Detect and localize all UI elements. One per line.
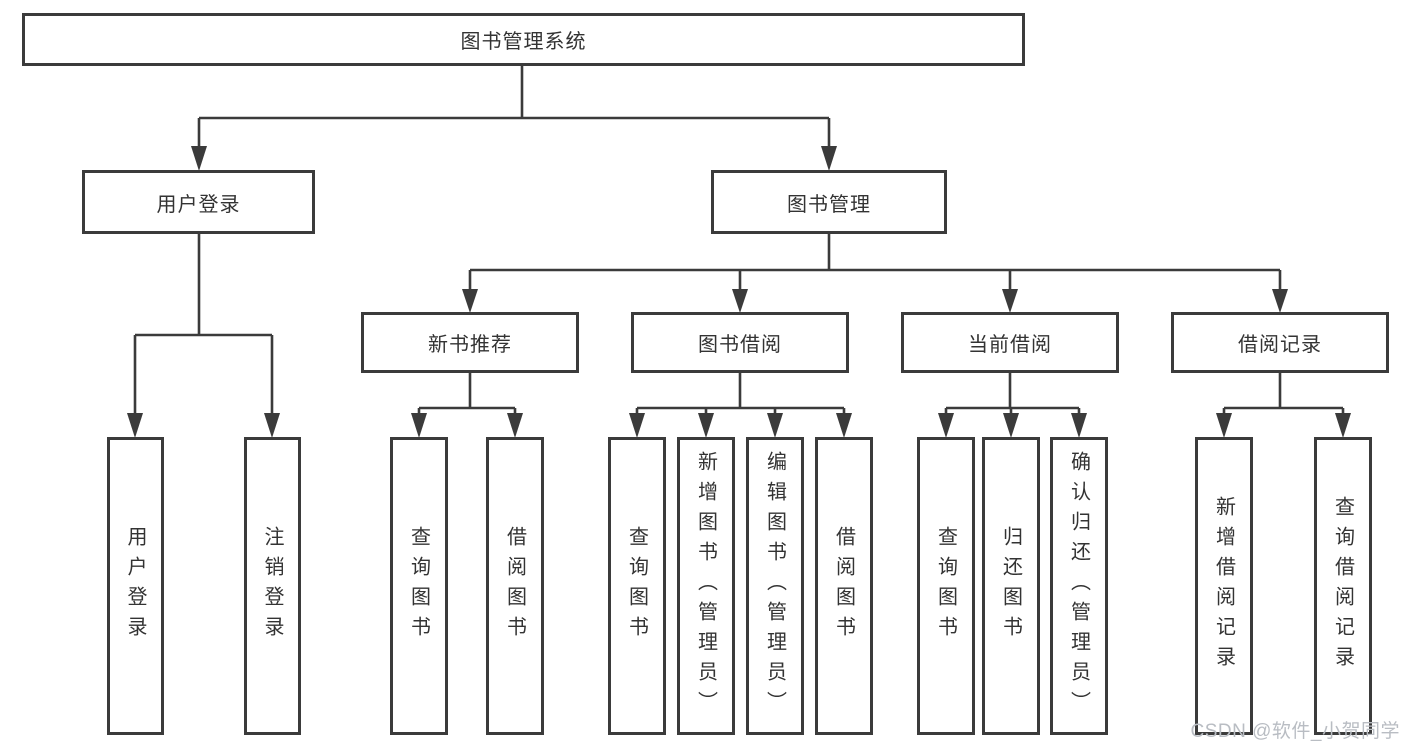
connector-path xyxy=(417,373,517,413)
leaf-user-login: 用户登录 xyxy=(107,437,164,735)
arrowhead-icon xyxy=(127,413,143,438)
arrowhead-icon xyxy=(938,413,954,438)
arrowhead-icon xyxy=(507,413,523,438)
connector-path xyxy=(133,234,274,414)
leaf-current-query-books: 查询图书 xyxy=(917,437,975,735)
node-new-book-recommend: 新书推荐 xyxy=(361,312,579,373)
arrowhead-icon xyxy=(1272,289,1288,313)
arrowhead-icon xyxy=(1335,413,1351,438)
connector-path xyxy=(468,234,1282,290)
arrowhead-icon xyxy=(1071,413,1087,438)
arrowhead-icon xyxy=(821,146,837,171)
arrowhead-icon xyxy=(732,289,748,313)
node-book-borrow: 图书借阅 xyxy=(631,312,849,373)
arrowhead-icon xyxy=(1003,413,1019,438)
connector-path xyxy=(197,66,831,148)
arrowhead-icon xyxy=(1216,413,1232,438)
node-library-management-system: 图书管理系统 xyxy=(22,13,1025,66)
leaf-borrow-add-books-admin: 新增图书（管理员） xyxy=(677,437,735,735)
node-user-login: 用户登录 xyxy=(82,170,315,234)
arrowhead-icon xyxy=(1002,289,1018,313)
arrowhead-icon xyxy=(698,413,714,438)
node-borrow-records: 借阅记录 xyxy=(1171,312,1389,373)
arrowhead-icon xyxy=(767,413,783,438)
leaf-records-query-borrow-record: 查询借阅记录 xyxy=(1314,437,1372,735)
arrowhead-icon xyxy=(264,413,280,438)
connector-path xyxy=(635,373,846,413)
leaf-borrow-query-books: 查询图书 xyxy=(608,437,666,735)
leaf-recommend-borrow-books: 借阅图书 xyxy=(486,437,544,735)
connector-path xyxy=(944,373,1081,413)
leaf-logout: 注销登录 xyxy=(244,437,301,735)
arrowhead-icon xyxy=(411,413,427,438)
arrowhead-icon xyxy=(462,289,478,313)
leaf-recommend-query-books: 查询图书 xyxy=(390,437,448,735)
arrowhead-icon xyxy=(191,146,207,171)
leaf-borrow-edit-books-admin: 编辑图书（管理员） xyxy=(746,437,804,735)
leaf-records-add-borrow-record: 新增借阅记录 xyxy=(1195,437,1253,735)
node-current-borrow: 当前借阅 xyxy=(901,312,1119,373)
connector-path xyxy=(1222,373,1345,413)
node-book-management: 图书管理 xyxy=(711,170,947,234)
leaf-borrow-borrow-books: 借阅图书 xyxy=(815,437,873,735)
arrowhead-icon xyxy=(836,413,852,438)
arrowhead-icon xyxy=(629,413,645,438)
leaf-current-confirm-return-admin: 确认归还（管理员） xyxy=(1050,437,1108,735)
leaf-current-return-books: 归还图书 xyxy=(982,437,1040,735)
